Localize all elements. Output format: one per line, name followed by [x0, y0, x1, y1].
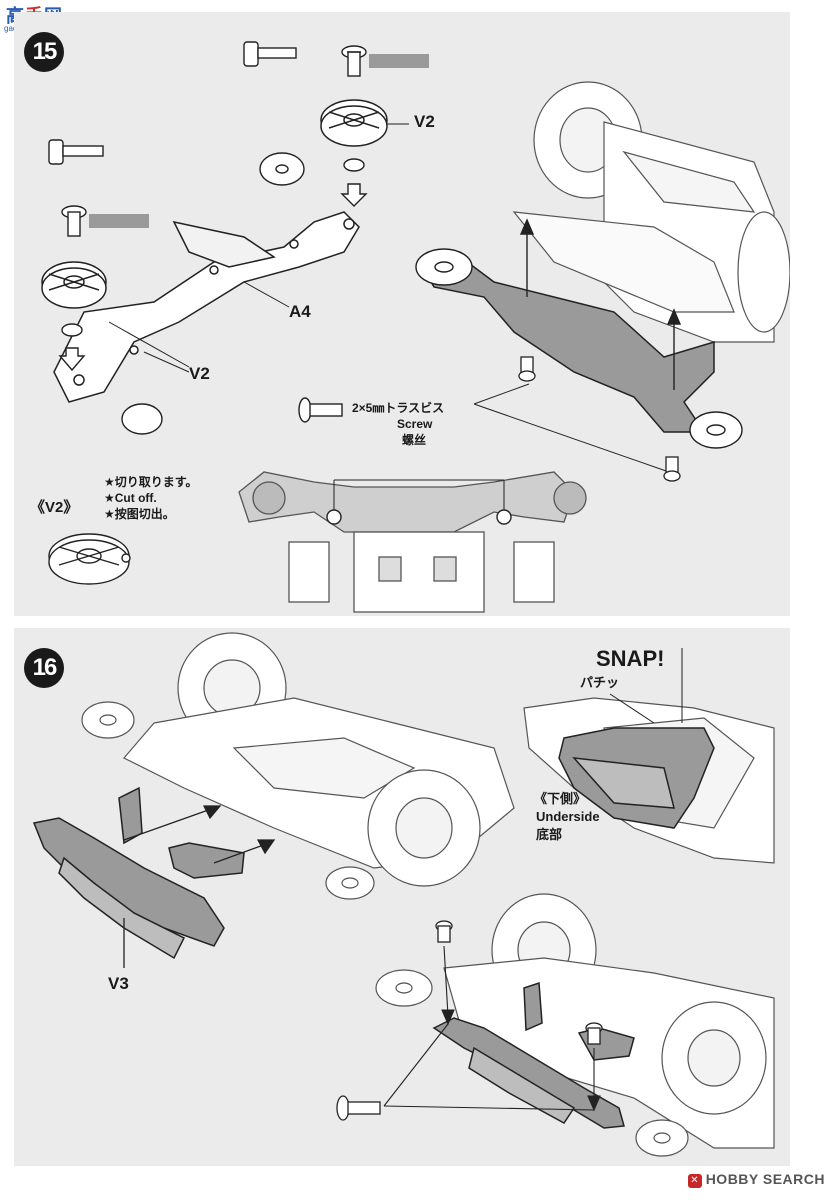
step-16-badge: 16: [24, 648, 64, 688]
chassis-outline-lower: [375, 893, 775, 1157]
cutoff-en: ★Cut off.: [104, 491, 157, 505]
step-16-illustration: [32, 632, 775, 1157]
roller-v2-left: [41, 261, 107, 309]
underside-label-jp: 《下側》: [534, 791, 587, 806]
screw-label-cn: 螺丝: [402, 433, 427, 447]
watermark: ✕HOBBY SEARCH: [687, 1171, 825, 1188]
step-15-illustration: [41, 41, 790, 613]
washer-top: [259, 152, 305, 186]
screw-loose-top: [243, 41, 297, 67]
label-a4: A4: [289, 302, 311, 321]
arrows-up-right: [519, 218, 682, 390]
step-15-badge: 15: [24, 32, 64, 72]
snap-label-jp: パチッ: [580, 675, 620, 690]
screwdriver-left: [89, 214, 149, 228]
screw-spec-jp: 2×5㎜トラスビス: [352, 401, 445, 415]
bumper-v3: [32, 786, 245, 960]
cutoff-cn: ★按图切出。: [104, 507, 175, 521]
screw-truss-icon: [298, 397, 343, 423]
underside-label-en: Underside: [536, 809, 600, 824]
step-15-panel: 15 V2 A4 V2 2×5㎜トラスビス Screw 螺丝 ★切り取ります。 …: [14, 12, 790, 616]
collar-top: [343, 158, 365, 172]
roller-v2-top: [320, 99, 388, 147]
snap-label-en: SNAP!: [596, 646, 665, 671]
screws-lower: [336, 920, 603, 1121]
bottom-assembly-view: [238, 471, 587, 613]
step-16-panel: 16 SNAP! パチッ 《下側》 Underside 底部 V3: [14, 628, 790, 1166]
arrow-left-down: [58, 347, 86, 372]
label-v2-top: V2: [414, 112, 435, 131]
cutoff-part-label: 《V2》: [30, 499, 79, 516]
screw-top: [341, 45, 367, 77]
watermark-text: HOBBY SEARCH: [705, 1171, 825, 1187]
screw-label-en: Screw: [397, 417, 433, 431]
label-v2-left: V2: [189, 364, 210, 383]
cutoff-jp: ★切り取ります。: [104, 475, 198, 489]
underside-label-cn: 底部: [536, 827, 563, 842]
arrows-lower: [383, 945, 601, 1112]
leader-lines-15: [108, 123, 670, 473]
screw-left-driver: [61, 205, 87, 237]
roller-mounted-right: [689, 411, 743, 449]
stay-mounted-right: [417, 251, 715, 433]
collar-left: [61, 323, 83, 337]
arrows-v3: [123, 805, 276, 968]
arrow-top-down: [340, 183, 368, 207]
label-v3: V3: [108, 974, 129, 993]
roller-v2-cutoff: [48, 533, 131, 585]
screwdriver-top: [369, 54, 429, 68]
roller-mounted-left: [415, 248, 473, 286]
watermark-icon: ✕: [687, 1174, 702, 1188]
chassis-outline-top: [512, 81, 790, 343]
screws-under: [518, 356, 681, 482]
stay-a4: [53, 211, 360, 403]
underside-bumper: [558, 727, 715, 829]
screw-left: [48, 139, 104, 165]
chassis-outline-upper: [81, 632, 515, 900]
washer-left: [121, 403, 163, 435]
bracket-bottom: [333, 479, 505, 510]
snap-leader: [609, 648, 683, 724]
